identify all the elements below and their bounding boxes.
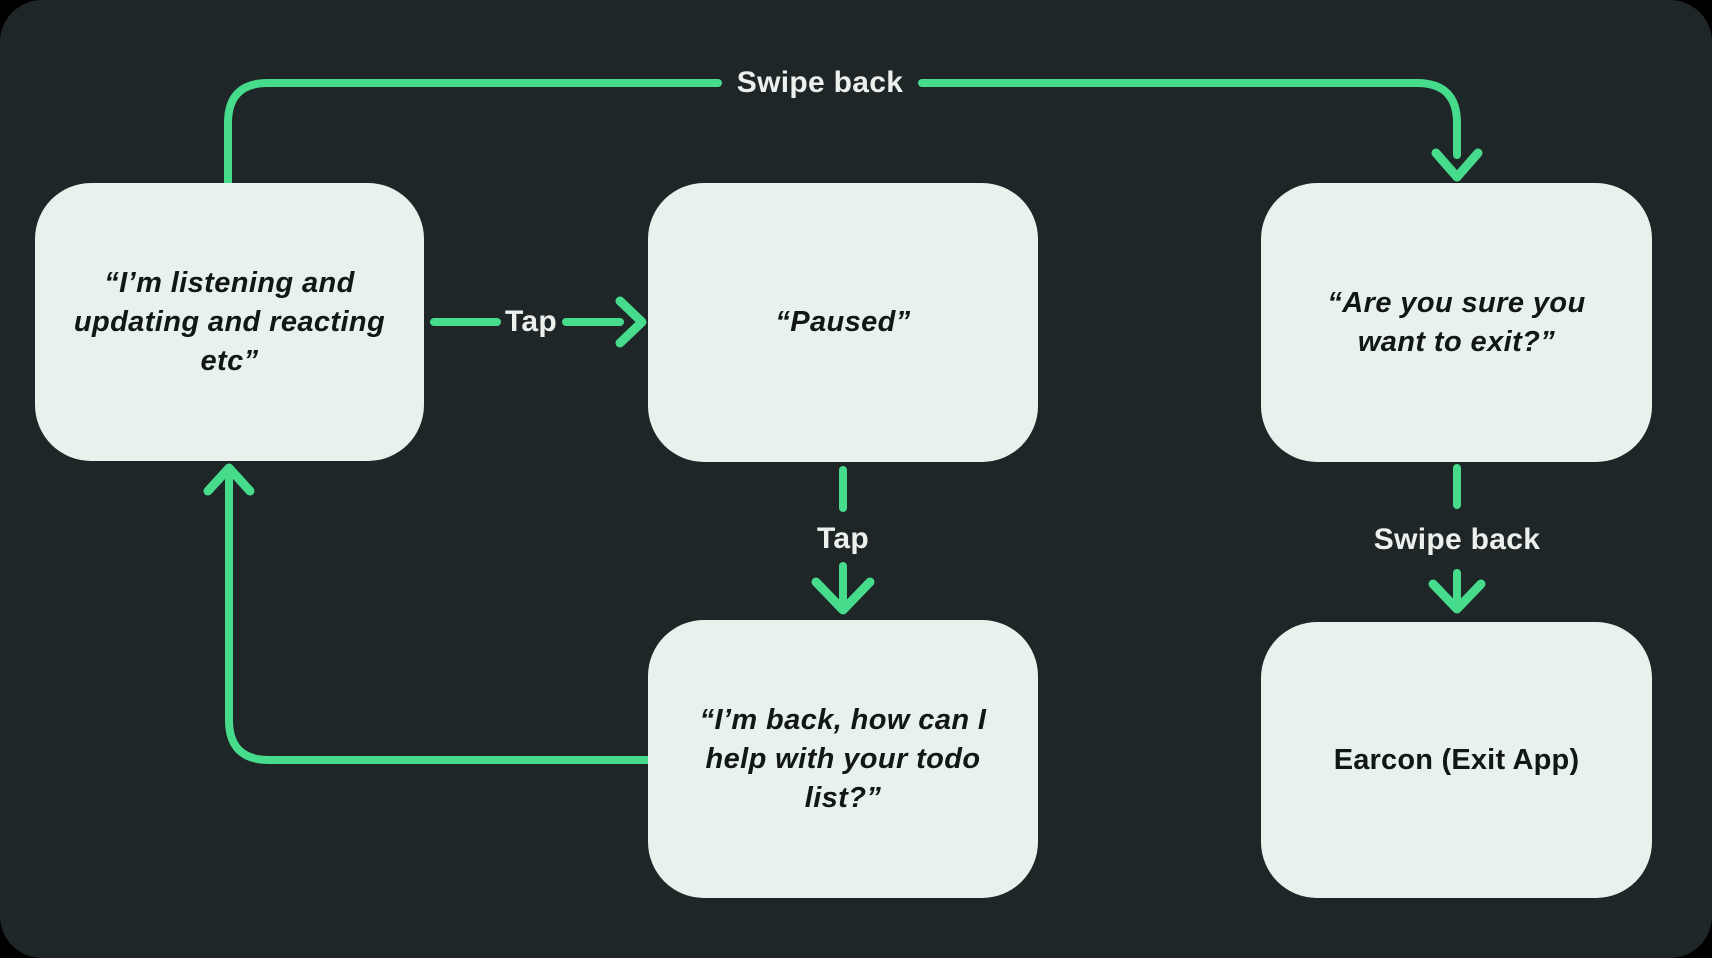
edge-swipe-back-top-arrowhead: [1431, 148, 1483, 182]
edge-loop-back-arrowhead: [203, 463, 255, 496]
edge-label-tap-horizontal: Tap: [504, 305, 558, 338]
edge-label-tap-vertical: Tap: [816, 522, 870, 555]
node-back: “I’m back, how can I help with your todo…: [648, 620, 1038, 898]
node-exit-confirm: “Are you sure you want to exit?”: [1261, 183, 1652, 462]
node-back-text: “I’m back, how can I help with your todo…: [699, 703, 987, 814]
edge-swipe-back-top-line-right: [918, 79, 1461, 159]
edge-label-swipe-back-top: Swipe back: [736, 66, 904, 99]
edge-swipe-back-top-line-left: [224, 79, 722, 190]
edge-tap-horizontal-arrowhead: [615, 296, 647, 348]
node-earcon-exit-app-text: Earcon (Exit App): [1333, 743, 1580, 776]
node-listening: “I’m listening and updating and reacting…: [35, 183, 424, 461]
edge-loop-back-line: [225, 473, 652, 764]
node-earcon-exit-app: Earcon (Exit App): [1261, 622, 1652, 898]
edge-label-swipe-back-right: Swipe back: [1373, 523, 1541, 556]
node-paused-text: “Paused”: [775, 306, 911, 338]
node-paused: “Paused”: [648, 183, 1038, 462]
node-listening-text: “I’m listening and updating and reacting…: [73, 266, 386, 377]
edge-swipe-back-right-arrowhead: [1428, 579, 1486, 614]
edge-tap-vertical-arrowhead: [811, 577, 875, 615]
node-exit-confirm-text: “Are you sure you want to exit?”: [1327, 286, 1586, 358]
